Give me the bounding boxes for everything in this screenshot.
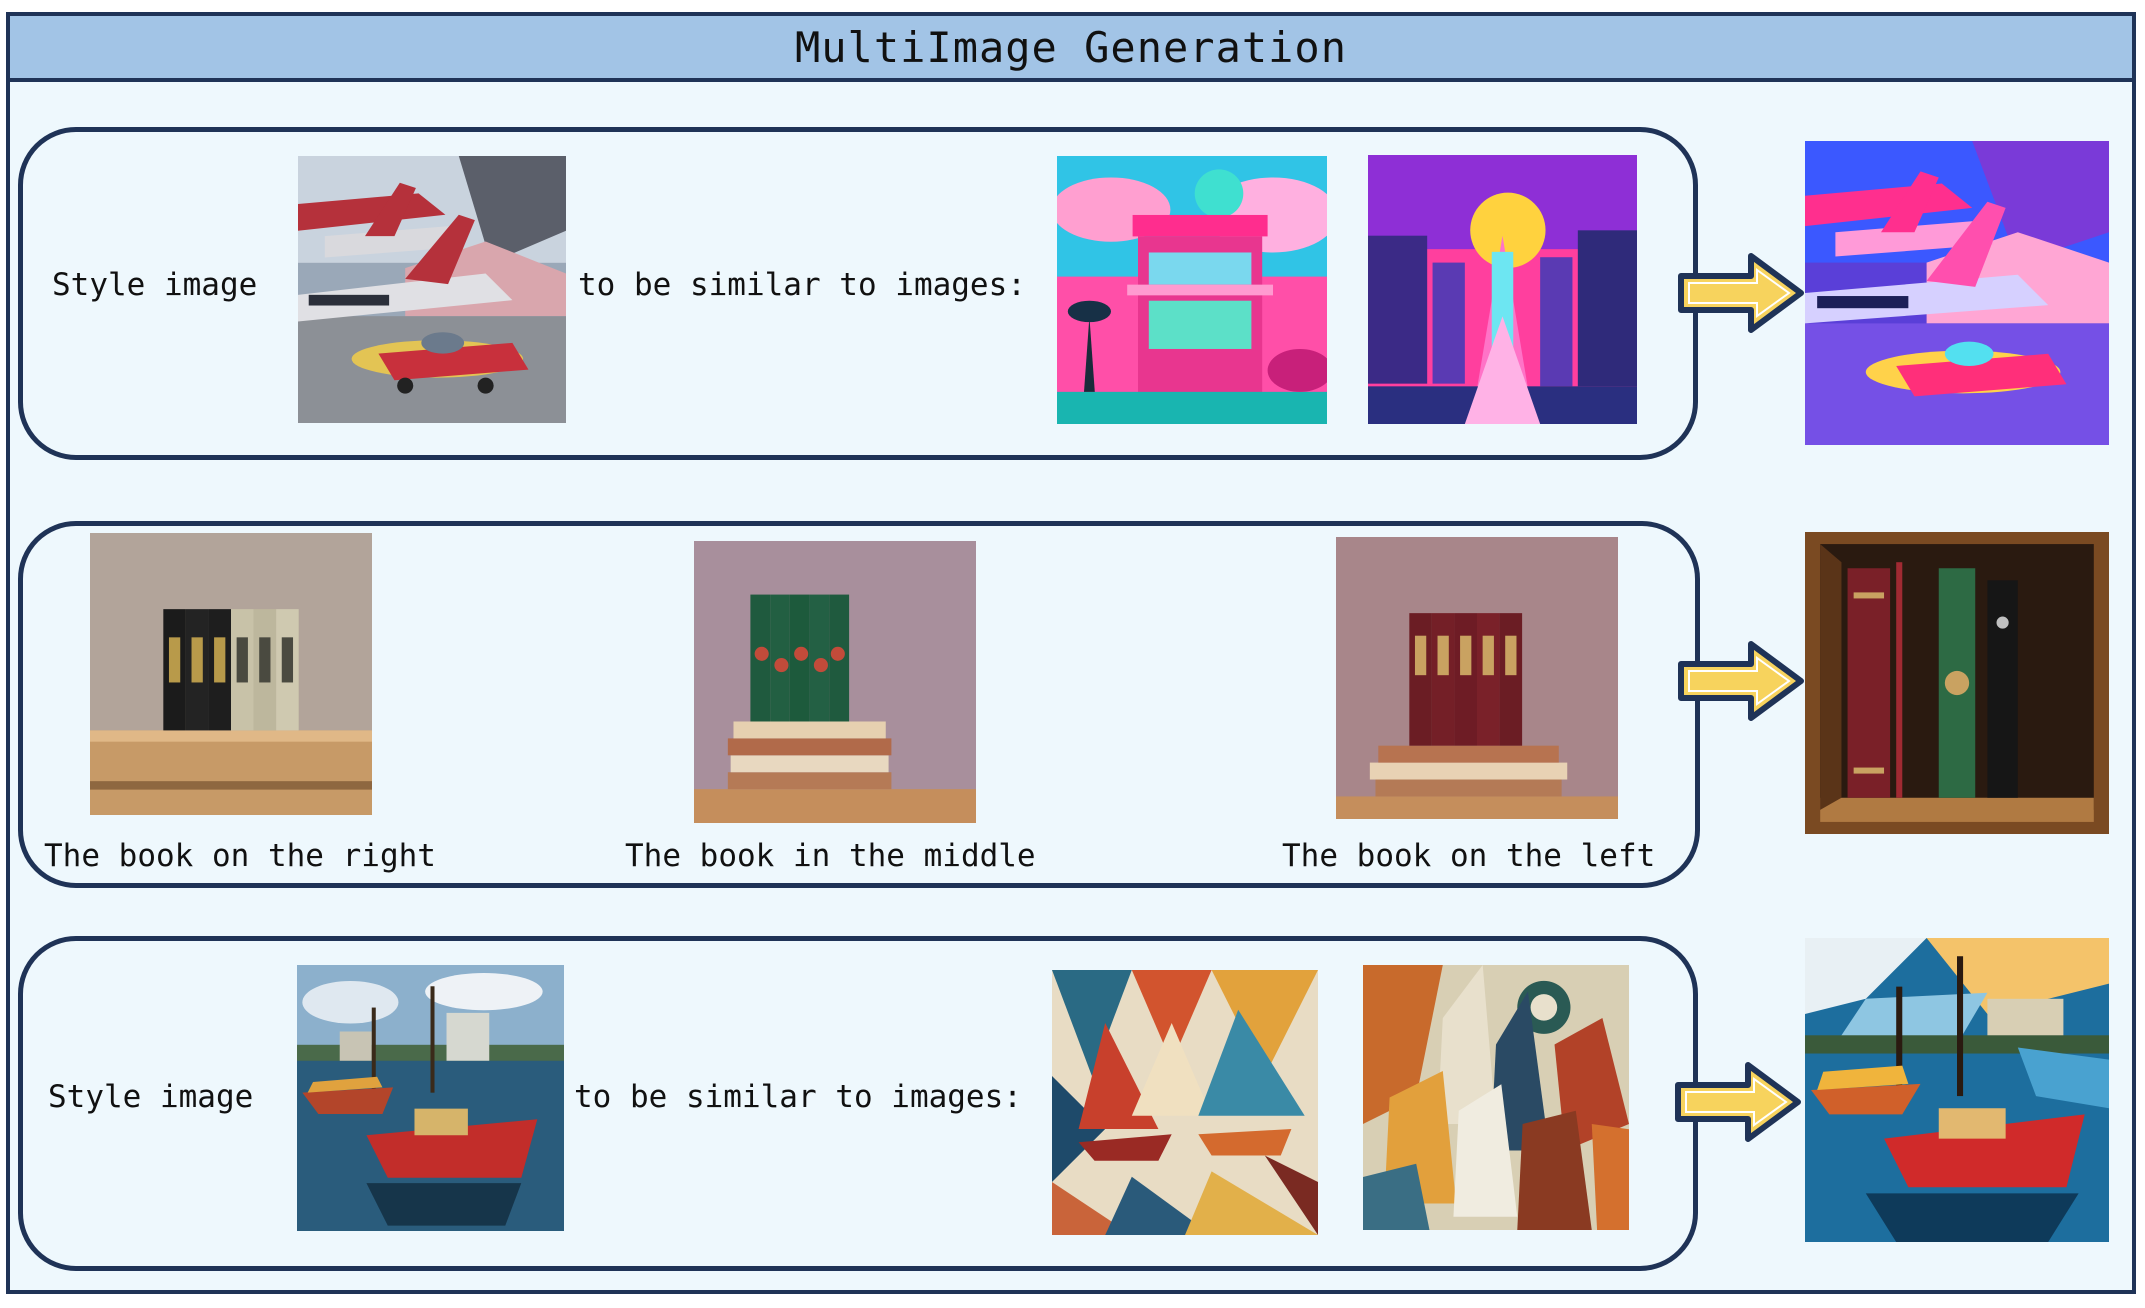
row2-input-image-1 (90, 533, 372, 815)
row2-arrow-icon (1677, 638, 1807, 724)
row3-output-image (1805, 938, 2109, 1242)
row2-caption-3: The book on the left (1282, 838, 1656, 874)
row1-source-image (298, 156, 566, 423)
row2-caption-1: The book on the right (44, 838, 436, 874)
row1-middle-label: to be similar to images: (578, 267, 1026, 303)
row2-caption-2: The book in the middle (625, 838, 1036, 874)
row-box-2 (18, 521, 1700, 888)
row1-output-image (1805, 141, 2109, 445)
title-bar: MultiImage Generation (10, 16, 2132, 82)
row3-prefix-label: Style image (48, 1079, 254, 1115)
row2-output-image (1805, 532, 2109, 834)
row1-prefix-label: Style image (52, 267, 258, 303)
row2-input-image-2 (694, 541, 976, 823)
row2-input-image-3 (1336, 537, 1618, 819)
row1-reference-image-1 (1057, 156, 1327, 424)
row3-source-image (297, 965, 564, 1231)
row1-reference-image-2 (1368, 155, 1637, 424)
row1-arrow-icon (1677, 250, 1807, 336)
row3-middle-label: to be similar to images: (574, 1079, 1022, 1115)
row3-reference-image-1 (1052, 970, 1318, 1235)
figure-title: MultiImage Generation (794, 22, 1347, 72)
row3-reference-image-2 (1363, 965, 1629, 1230)
row3-arrow-icon (1674, 1059, 1804, 1145)
